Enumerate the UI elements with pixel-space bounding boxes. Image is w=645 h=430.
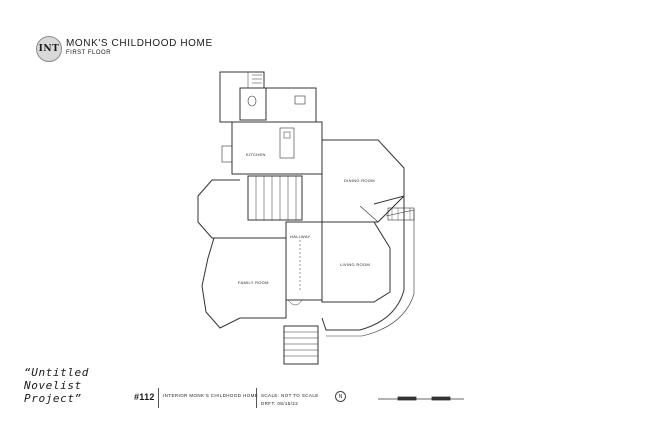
drawing-title: Monk's Childhood Home: [66, 38, 213, 49]
sheet-number: #112: [134, 392, 155, 402]
dining-bay-door: [359, 205, 379, 223]
kitchen-wall: [231, 121, 323, 175]
project-line-2: Novelist: [24, 379, 82, 392]
label-family-room: Family Room: [238, 280, 269, 285]
front-stair: [283, 325, 319, 365]
north-arrow-icon: N: [335, 391, 346, 402]
label-hallway: Hallway: [290, 234, 311, 239]
graphic-scale-bar: [378, 396, 464, 401]
int-badge: INT: [36, 36, 62, 62]
front-porch: [321, 195, 405, 331]
rear-entry-wall: [219, 71, 317, 123]
title-block-divider-2: [256, 388, 257, 408]
kitchen-fridge: [221, 145, 233, 163]
drawing-name: Interior Monk's Childhood Home: [163, 393, 259, 398]
label-dining-room: Dining Room: [344, 178, 375, 183]
west-bay-wall: [197, 179, 240, 239]
title-block-divider-1: [158, 388, 159, 408]
draft-date: DRFT: 08/15/22: [261, 401, 299, 406]
label-kitchen: Kitchen: [246, 152, 266, 157]
toilet-icon: [247, 95, 257, 107]
living-room-wall: [321, 221, 391, 303]
label-living-room: Living Room: [340, 262, 370, 267]
project-title: “Untitled Novelist Project”: [24, 366, 89, 405]
side-steps: [387, 207, 415, 221]
rear-stair: [247, 72, 262, 88]
sink-icon: [294, 95, 306, 105]
project-line-3: Project”: [24, 392, 82, 405]
kitchen-stove: [283, 131, 291, 139]
scale-note: Scale: Not to Scale: [261, 393, 319, 398]
bathroom-wall: [239, 87, 267, 121]
main-stair: [247, 175, 303, 221]
front-door-swing: [287, 299, 303, 306]
drawing-subtitle: First Floor: [66, 50, 112, 56]
kitchen-counter: [279, 127, 295, 159]
porch-rail: [326, 209, 415, 337]
project-line-1: “Untitled: [24, 366, 90, 379]
family-room-wall: [201, 237, 287, 329]
